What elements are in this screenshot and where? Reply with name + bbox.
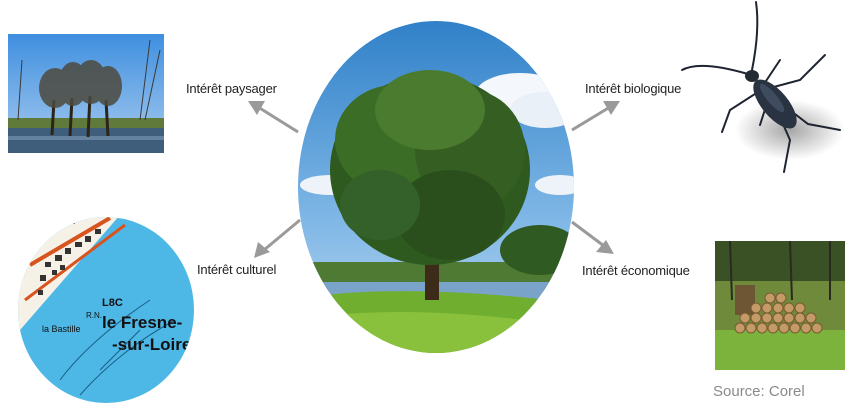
map-place: la Bastille xyxy=(42,324,81,334)
source-caption: Source: Corel xyxy=(713,383,805,400)
map-label-top: alembert xyxy=(36,216,75,227)
arrow-to-economique xyxy=(572,222,614,254)
longhorn-beetle-photo xyxy=(682,2,845,172)
map-road: R.N. xyxy=(86,311,102,320)
arrow-to-culturel xyxy=(254,220,300,258)
label-interet-paysager: Intérêt paysager xyxy=(186,81,277,96)
map-town-line2: -sur-Loire xyxy=(112,335,191,354)
willow-riverbank-photo xyxy=(8,34,164,153)
map-marker: L8C xyxy=(102,297,123,309)
label-interet-biologique: Intérêt biologique xyxy=(585,81,681,96)
label-interet-economique: Intérêt économique xyxy=(582,263,690,278)
firewood-pile-photo xyxy=(715,241,845,370)
center-tree-photo xyxy=(290,15,590,360)
map-le-fresne-sur-loire: alembert L8C R.N. le Fresne- -sur-Loire … xyxy=(15,215,200,405)
arrow-to-paysager xyxy=(248,101,298,132)
label-interet-culturel: Intérêt culturel xyxy=(197,262,276,277)
arrow-to-biologique xyxy=(572,101,620,130)
map-town-line1: le Fresne- xyxy=(102,313,182,332)
